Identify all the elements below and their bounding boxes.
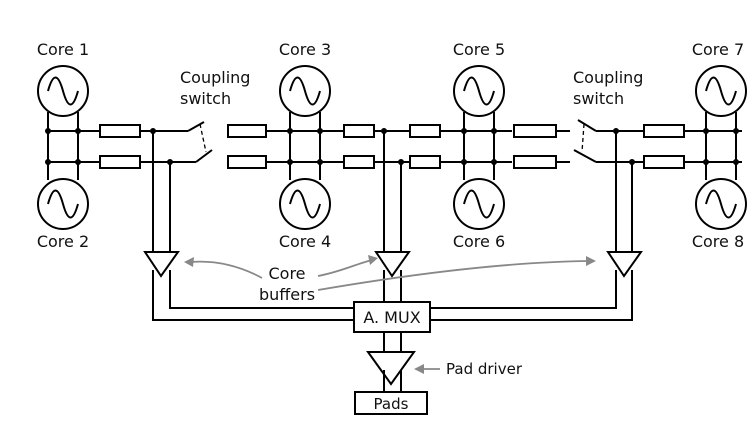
pads-label: Pads (374, 395, 409, 413)
coupling-switch-left-label-1: Coupling (180, 68, 250, 87)
resistor-icon (643, 124, 685, 138)
core-8-label: Core 8 (692, 232, 744, 251)
resistors (99, 124, 685, 169)
resistor-icon (513, 124, 557, 138)
core-4-source (279, 178, 331, 230)
core-7-label: Core 7 (692, 40, 744, 59)
buffer-triangle-icon (366, 351, 416, 386)
core-2-label: Core 2 (37, 232, 89, 251)
core-buffer-left (143, 251, 180, 278)
core-2-source (37, 178, 89, 230)
core-1-label: Core 1 (37, 40, 89, 59)
core-3-label: Core 3 (279, 40, 331, 59)
core-6-label: Core 6 (453, 232, 505, 251)
switch-icon (187, 121, 213, 163)
mux-label: A. MUX (363, 308, 420, 327)
buffer-triangle-icon (143, 251, 180, 278)
resistor-icon (227, 155, 267, 169)
coupling-switch-left (187, 121, 213, 163)
resistor-icon (409, 155, 441, 169)
resistor-icon (99, 124, 141, 138)
mux-to-driver (383, 332, 402, 352)
junction-dots (45, 128, 739, 165)
resistor-icon (343, 124, 375, 138)
core-buffer-middle (374, 251, 411, 278)
pads: Pads (354, 391, 428, 415)
core-7-source (695, 65, 747, 117)
resistor-icon (643, 155, 685, 169)
core-buffers-label-2: buffers (259, 285, 315, 304)
coupling-switch-right (573, 119, 597, 163)
pad-driver-label: Pad driver (446, 360, 523, 378)
annotation-arrows (184, 255, 596, 374)
core-4-label: Core 4 (279, 232, 331, 251)
core-8-source (695, 178, 747, 230)
core-buffers-label-1: Core (268, 264, 305, 283)
resistor-icon (343, 155, 375, 169)
buffer-triangle-icon (374, 251, 411, 278)
resistor-icon (99, 155, 141, 169)
analog-mux: A. MUX (353, 301, 431, 333)
coupling-switch-right-label-2: switch (573, 89, 624, 108)
core-6-source (453, 178, 505, 230)
core-verticals (47, 112, 737, 180)
core-labels: Core 1 Core 2 Core 3 Core 4 Core 5 Core … (37, 40, 744, 251)
core-sources (37, 65, 747, 230)
core-5-label: Core 5 (453, 40, 505, 59)
core-buffer-right (606, 251, 643, 278)
pad-driver (366, 351, 416, 392)
switch-icon (573, 119, 597, 163)
core-1-source (37, 65, 89, 117)
buffer-taps (152, 131, 633, 252)
buffer-outputs (152, 270, 633, 321)
resistor-icon (227, 124, 267, 138)
buffer-triangle-icon (606, 251, 643, 278)
resistor-icon (513, 155, 557, 169)
core-3-source (279, 65, 331, 117)
core-5-source (453, 65, 505, 117)
coupling-switch-left-label-2: switch (180, 89, 231, 108)
resistor-icon (409, 124, 441, 138)
coupling-switch-right-label-1: Coupling (573, 68, 643, 87)
core-buffers-label: Core buffers (259, 264, 315, 304)
coupling-switch-labels: Coupling switch Coupling switch (180, 68, 643, 108)
